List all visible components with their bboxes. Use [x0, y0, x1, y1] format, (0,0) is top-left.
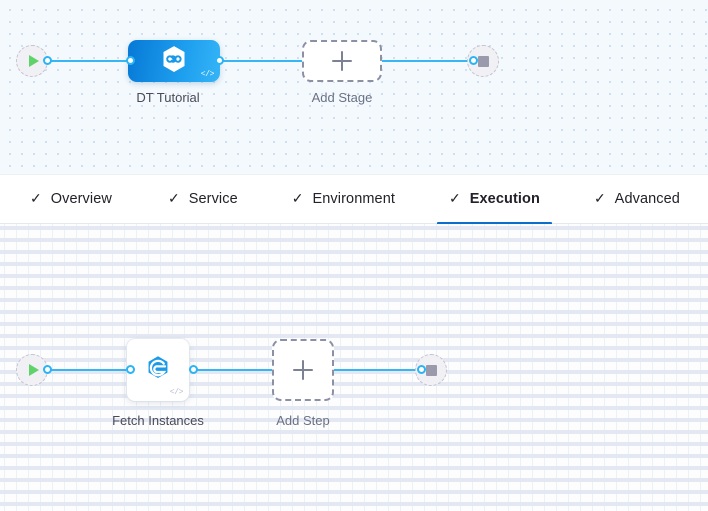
tab-advanced[interactable]: ✓ Advanced — [580, 174, 694, 224]
add-stage-button[interactable] — [302, 40, 382, 82]
stop-icon — [425, 364, 437, 376]
port-end-in[interactable] — [469, 56, 478, 65]
check-icon: ✓ — [30, 190, 42, 206]
stage-node-label: DT Tutorial — [136, 90, 200, 105]
port-stage-out[interactable] — [215, 56, 224, 65]
play-icon — [28, 364, 39, 376]
port-stage-in[interactable] — [126, 56, 135, 65]
port-step-in[interactable] — [126, 365, 135, 374]
check-icon: ✓ — [593, 190, 606, 206]
add-step-button[interactable] — [272, 339, 334, 401]
edge-step-to-add-step — [192, 369, 274, 371]
tab-environment[interactable]: ✓ Environment — [278, 174, 409, 224]
tab-advanced-label: Advanced — [614, 191, 680, 207]
tab-overview[interactable]: ✓ Overview — [16, 174, 126, 224]
port-exec-end-in[interactable] — [417, 365, 426, 374]
harness-hexagon-infinity-icon — [159, 44, 189, 79]
step-node-label: Fetch Instances — [112, 413, 204, 428]
check-icon: ✓ — [449, 190, 461, 206]
pipeline-start-node[interactable] — [16, 45, 48, 77]
tab-overview-label: Overview — [50, 191, 112, 207]
edge-start-to-stage — [45, 60, 130, 62]
execution-graph-canvas[interactable]: </> Fetch Instances Add Step — [0, 224, 708, 511]
tab-environment-label: Environment — [312, 191, 395, 207]
stage-config-tab-bar[interactable]: ✓ Overview ✓ Service ✓ Environment ✓ Exe… — [0, 174, 708, 225]
check-icon: ✓ — [167, 190, 180, 206]
harness-e-hexagon-icon — [144, 354, 172, 387]
tab-execution-label: Execution — [469, 191, 540, 207]
edge-start-to-step — [46, 369, 130, 371]
tab-execution[interactable]: ✓ Execution — [435, 174, 554, 225]
add-step-label: Add Step — [276, 413, 330, 428]
code-badge-icon: </> — [169, 388, 184, 397]
port-start-out[interactable] — [43, 56, 52, 65]
add-stage-label: Add Stage — [311, 90, 373, 105]
port-step-out[interactable] — [189, 365, 198, 374]
plus-icon — [293, 360, 313, 380]
edge-add-stage-to-end — [380, 60, 472, 62]
stage-node-dt-tutorial[interactable]: </> — [128, 40, 220, 82]
code-badge-icon: </> — [200, 70, 215, 79]
plus-icon — [332, 51, 352, 71]
port-exec-start-out[interactable] — [43, 365, 52, 374]
stop-icon — [477, 55, 489, 67]
tab-service[interactable]: ✓ Service — [154, 174, 252, 224]
stage-graph-canvas[interactable]: </> DT Tutorial Add Stage — [0, 0, 708, 174]
check-icon: ✓ — [291, 190, 304, 206]
play-icon — [28, 55, 39, 67]
step-node-fetch-instances[interactable]: </> — [127, 339, 189, 401]
edge-stage-to-add-stage — [218, 60, 306, 62]
tab-service-label: Service — [188, 191, 238, 207]
edge-add-step-to-end — [334, 369, 420, 371]
